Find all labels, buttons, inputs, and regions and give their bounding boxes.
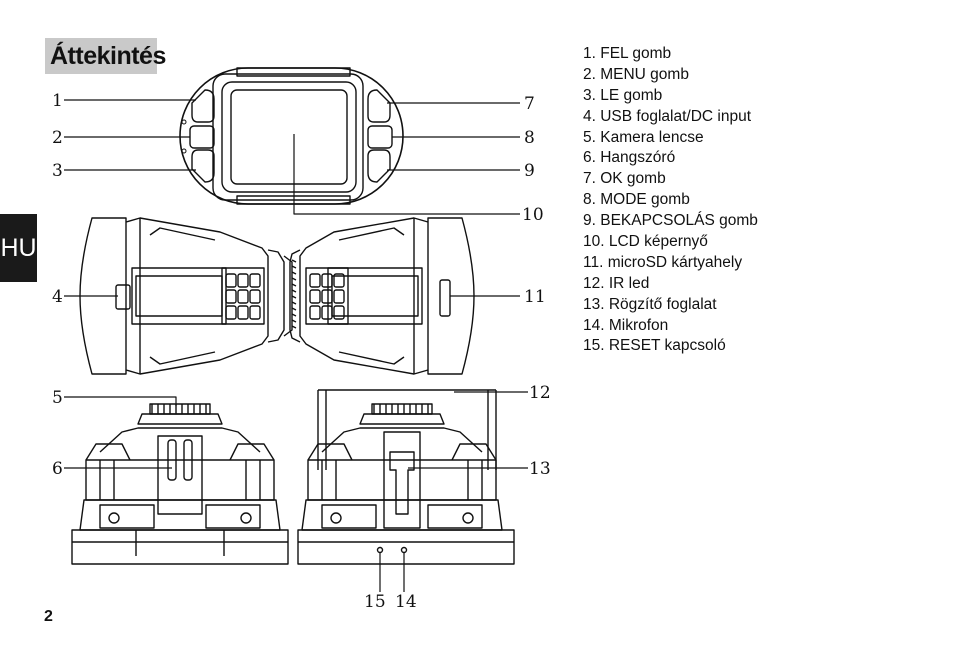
parts-legend: 1. FEL gomb 2. MENU gomb 3. LE gomb 4. U… (583, 44, 758, 357)
callout-12: 12 (529, 383, 551, 403)
callout-10: 10 (522, 205, 544, 225)
legend-item: 5. Kamera lencse (583, 128, 704, 146)
callout-lines (64, 99, 528, 592)
callout-7: 7 (524, 94, 535, 114)
legend-item: 6. Hangszóró (583, 149, 676, 167)
legend-item: 13. Rögzítő foglalat (583, 295, 717, 313)
callout-14: 14 (395, 592, 417, 612)
callout-8: 8 (524, 128, 535, 148)
legend-item: 10. LCD képernyő (583, 233, 708, 251)
callout-1: 1 (52, 91, 63, 111)
legend-item: 12. IR led (583, 274, 650, 292)
page-title: Áttekintés (50, 42, 166, 70)
legend-item: 9. BEKAPCSOLÁS gomb (583, 212, 758, 230)
legend-item: 8. MODE gomb (583, 191, 690, 209)
callout-3: 3 (52, 161, 63, 181)
side-view-left (79, 217, 297, 375)
callout-11: 11 (524, 287, 546, 307)
legend-item: 3. LE gomb (583, 86, 663, 104)
callout-15: 15 (364, 592, 386, 612)
front-view (179, 67, 404, 205)
callout-4: 4 (52, 287, 63, 307)
side-view-right (289, 217, 475, 375)
callout-2: 2 (52, 128, 63, 148)
language-tab: HU (0, 214, 37, 282)
title-highlight (45, 38, 157, 74)
callout-9: 9 (524, 161, 535, 181)
bottom-view-left (71, 403, 289, 565)
legend-item: 14. Mikrofon (583, 316, 669, 334)
legend-item: 15. RESET kapcsoló (583, 337, 726, 355)
page-number: 2 (44, 608, 53, 625)
bottom-view-right (297, 389, 515, 565)
legend-item: 1. FEL gomb (583, 45, 672, 62)
callout-13: 13 (529, 459, 551, 479)
legend-item: 7. OK gomb (583, 170, 666, 188)
legend-item: 11. microSD kártyahely (583, 253, 743, 271)
legend-item: 2. MENU gomb (583, 65, 689, 83)
legend-item: 4. USB foglalat/DC input (583, 107, 752, 125)
callout-6: 6 (52, 459, 63, 479)
callout-numbers: 1 2 3 4 5 6 7 8 9 10 11 12 13 14 15 (52, 91, 551, 612)
callout-5: 5 (52, 388, 63, 408)
